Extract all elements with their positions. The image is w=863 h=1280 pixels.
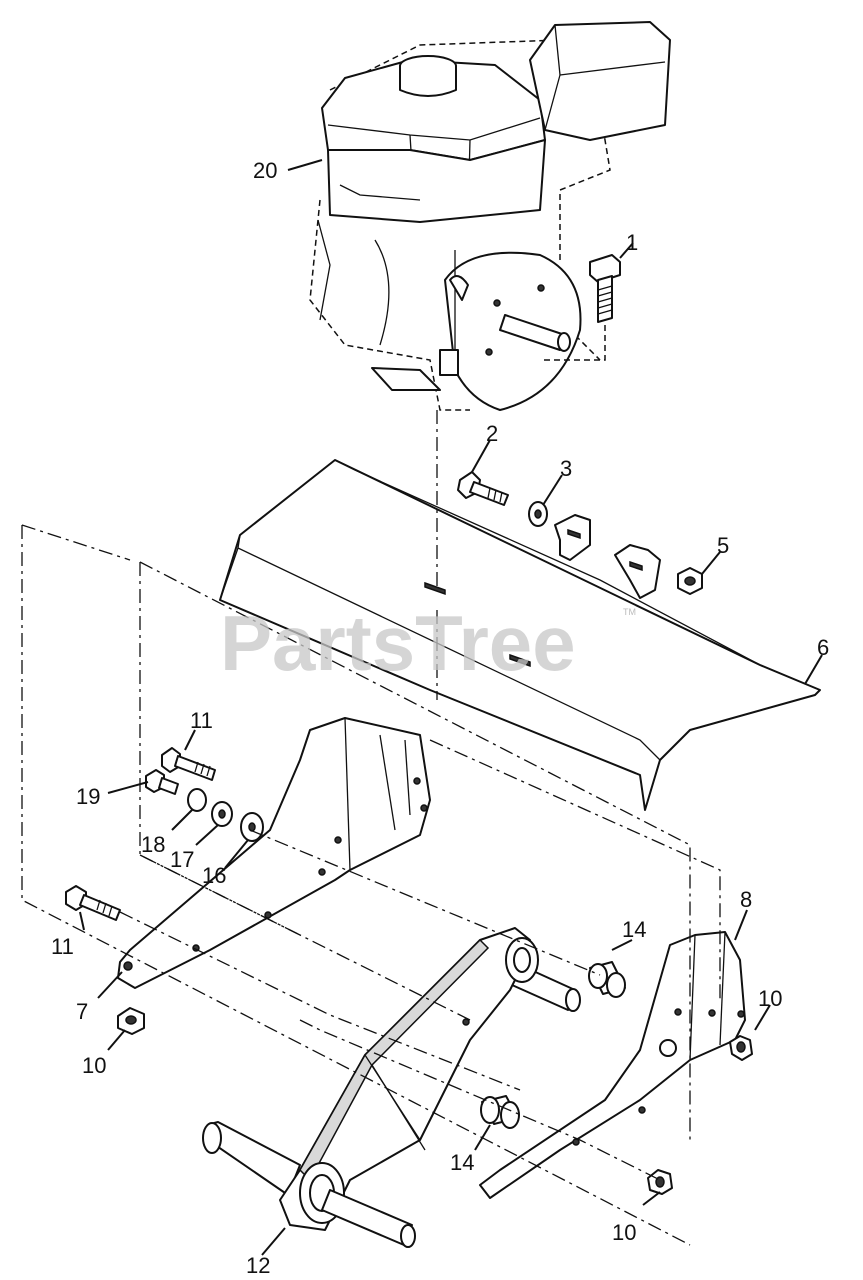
callout-2: 2: [486, 421, 498, 446]
bolt-part-19[interactable]: [145, 769, 179, 795]
nut-part-10-left[interactable]: [117, 1007, 145, 1035]
engine-part-20[interactable]: [309, 21, 671, 411]
alignment-centerlines: [21, 410, 721, 1246]
tine-arm-right-part-8[interactable]: [479, 931, 746, 1199]
spacer-part-14-upper[interactable]: [588, 961, 626, 998]
tine-shield-part-6[interactable]: [219, 459, 821, 811]
partstree-watermark: PartsTree TM: [220, 599, 636, 687]
callout-18: 18: [141, 832, 165, 857]
callout-7: 7: [76, 999, 88, 1024]
callout-leaders: [79, 159, 823, 1256]
callout-6: 6: [817, 635, 829, 660]
callout-11-lower: 11: [51, 934, 74, 959]
nut-part-10-right[interactable]: [729, 1035, 753, 1061]
bolt-part-1[interactable]: [540, 254, 621, 361]
callout-10-right: 10: [758, 986, 782, 1011]
nut-part-10-bottom[interactable]: [647, 1169, 673, 1195]
callout-19: 19: [76, 784, 100, 809]
washer-part-17[interactable]: [211, 801, 233, 827]
callout-3: 3: [560, 456, 572, 481]
callout-12: 12: [246, 1253, 270, 1278]
callout-14-lower: 14: [450, 1150, 474, 1175]
callout-14-upper: 14: [622, 917, 646, 942]
gear-case-part-12[interactable]: [202, 927, 581, 1248]
callout-16: 16: [202, 863, 226, 888]
watermark-trademark: TM: [623, 607, 636, 617]
callout-10-bottom: 10: [612, 1220, 636, 1245]
callout-17: 17: [170, 847, 194, 872]
washer-part-16[interactable]: [240, 812, 264, 842]
bolt-part-11-upper[interactable]: [161, 747, 216, 781]
callout-11-upper: 11: [190, 708, 213, 733]
bolt-part-11-lower[interactable]: [65, 885, 121, 921]
bolt-part-2[interactable]: [457, 471, 509, 506]
callout-1: 1: [626, 230, 638, 255]
spacer-part-18[interactable]: [187, 788, 207, 812]
callout-8: 8: [740, 887, 752, 912]
spacer-part-14-lower[interactable]: [480, 1095, 520, 1129]
washer-part-3[interactable]: [528, 501, 548, 527]
watermark-text: PartsTree: [220, 599, 576, 687]
callout-labels: 20 1 2 3 5 6 11 19 18 17 16 11 7 10 14 8…: [51, 158, 829, 1278]
callout-10-left: 10: [82, 1053, 106, 1078]
callout-20: 20: [253, 158, 277, 183]
tine-arm-left-part-7[interactable]: [117, 717, 431, 989]
callout-5: 5: [717, 533, 729, 558]
nut-part-5[interactable]: [677, 567, 703, 595]
